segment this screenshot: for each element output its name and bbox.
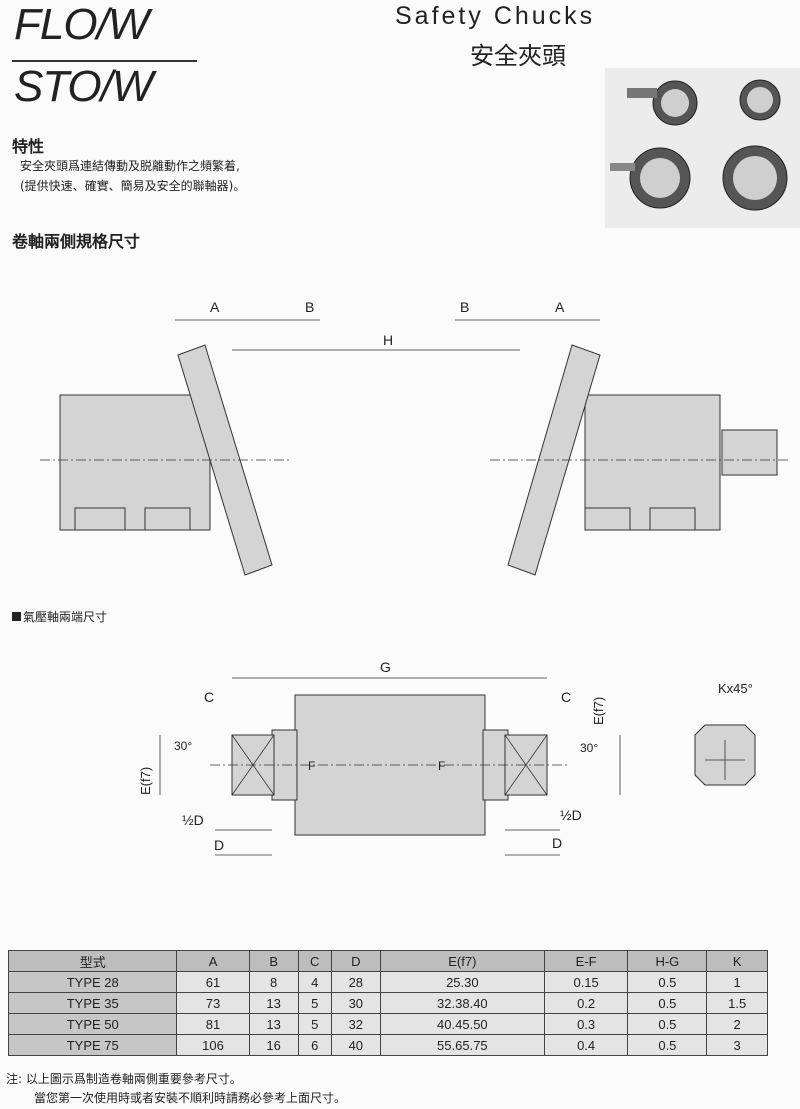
dim-e-left: E(f7) — [138, 767, 153, 795]
dim-k: Kx45° — [718, 681, 753, 696]
section2-heading: 氣壓軸兩端尺寸 — [12, 608, 107, 625]
table-cell: 6 — [297, 1034, 332, 1056]
table-cell: 32.38.40 — [379, 992, 545, 1014]
section2-heading-text: 氣壓軸兩端尺寸 — [23, 610, 108, 624]
dim-f-right: F — [438, 759, 445, 773]
table-cell: 1.5 — [706, 992, 768, 1014]
col-header: K — [706, 950, 768, 972]
table-cell: 40.45.50 — [379, 1013, 545, 1035]
dim-f-left: F — [308, 759, 315, 773]
note-line-2: 當您第一次使用時或者安裝不順利時請務必參考上面尺寸。 — [34, 1091, 347, 1105]
features-line-2: (提供快速、確實、簡易及安全的聯軸器)。 — [20, 179, 246, 193]
col-header: 型式 — [7, 950, 178, 972]
table-cell: 28 — [330, 971, 381, 993]
dim-c-right: C — [561, 689, 571, 705]
col-header: H-G — [627, 950, 708, 972]
features-line-1: 安全夾頭爲連結傳動及脱離動作之頻繁着, — [20, 159, 240, 173]
dim-a-right: A — [555, 299, 565, 315]
bullet-square-icon — [12, 612, 21, 621]
col-header: D — [330, 950, 381, 972]
table-cell: 30 — [330, 992, 381, 1014]
table-cell: 32 — [330, 1013, 381, 1035]
table-cell: TYPE 75 — [7, 1034, 178, 1056]
chuck-side-drawing: A B H B A — [40, 299, 790, 576]
table-cell: 55.65.75 — [379, 1034, 545, 1056]
table-cell: 0.5 — [627, 1013, 708, 1035]
col-header: E-F — [543, 950, 629, 972]
logo-divider — [12, 60, 197, 62]
dim-half-d-right: ½D — [560, 807, 582, 823]
dim-h: H — [383, 332, 393, 348]
features-heading: 特性 — [12, 137, 45, 156]
table-header-row: 型式 A B C D E(f7) E-F H-G K — [7, 950, 768, 972]
dim-d-right: D — [552, 835, 562, 851]
shaft-end-drawing: G C C E(f7) E(f7) 30° 30° F F ½D ½D D D … — [138, 659, 756, 856]
table-cell: TYPE 35 — [7, 992, 178, 1014]
angle-right: 30° — [580, 741, 598, 755]
col-header: A — [176, 950, 250, 972]
table-cell: 13 — [248, 992, 299, 1014]
title-english: Safety Chucks — [395, 2, 596, 30]
product-photo — [605, 68, 800, 228]
title-chinese: 安全夾頭 — [470, 42, 566, 70]
table-cell: 0.5 — [627, 971, 708, 993]
table-cell: 2 — [706, 1013, 768, 1035]
table-cell: 1 — [706, 971, 768, 993]
table-cell: 25.30 — [379, 971, 545, 993]
table-cell: 0.4 — [543, 1034, 629, 1056]
dim-e-right: E(f7) — [591, 697, 606, 725]
dim-b-left: B — [305, 299, 314, 315]
table-cell: 3 — [706, 1034, 768, 1056]
col-header: C — [297, 950, 332, 972]
dim-d-left: D — [214, 837, 224, 853]
table-cell: 16 — [248, 1034, 299, 1056]
dim-b-right: B — [460, 299, 469, 315]
table-cell: 0.5 — [627, 1034, 708, 1056]
table-cell: TYPE 50 — [7, 1013, 178, 1035]
table-cell: 0.2 — [543, 992, 629, 1014]
table-cell: 0.5 — [627, 992, 708, 1014]
angle-left: 30° — [174, 739, 192, 753]
dim-g: G — [380, 659, 391, 675]
table-cell: TYPE 28 — [7, 971, 178, 993]
table-cell: 13 — [248, 1013, 299, 1035]
dim-c-left: C — [204, 689, 214, 705]
table-cell: 81 — [176, 1013, 250, 1035]
table-cell: 8 — [248, 971, 299, 993]
note-line-1: 注: 以上圖示爲制造卷軸兩側重要參考尺寸。 — [6, 1072, 242, 1086]
table-cell: 40 — [330, 1034, 381, 1056]
section1-heading: 卷軸兩側規格尺寸 — [12, 232, 141, 251]
table-cell: 73 — [176, 992, 250, 1014]
table-cell: 5 — [297, 992, 332, 1014]
table-cell: 4 — [297, 971, 332, 993]
dim-half-d-left: ½D — [182, 812, 204, 828]
dim-a-left: A — [210, 299, 220, 315]
logo-flow: FLO/W — [14, 0, 149, 49]
table-cell: 106 — [176, 1034, 250, 1056]
logo-stow: STO/W — [14, 62, 153, 111]
table-cell: 0.15 — [543, 971, 629, 993]
table-cell: 61 — [176, 971, 250, 993]
col-header: E(f7) — [379, 950, 545, 972]
table-cell: 5 — [297, 1013, 332, 1035]
col-header: B — [248, 950, 299, 972]
table-cell: 0.3 — [543, 1013, 629, 1035]
